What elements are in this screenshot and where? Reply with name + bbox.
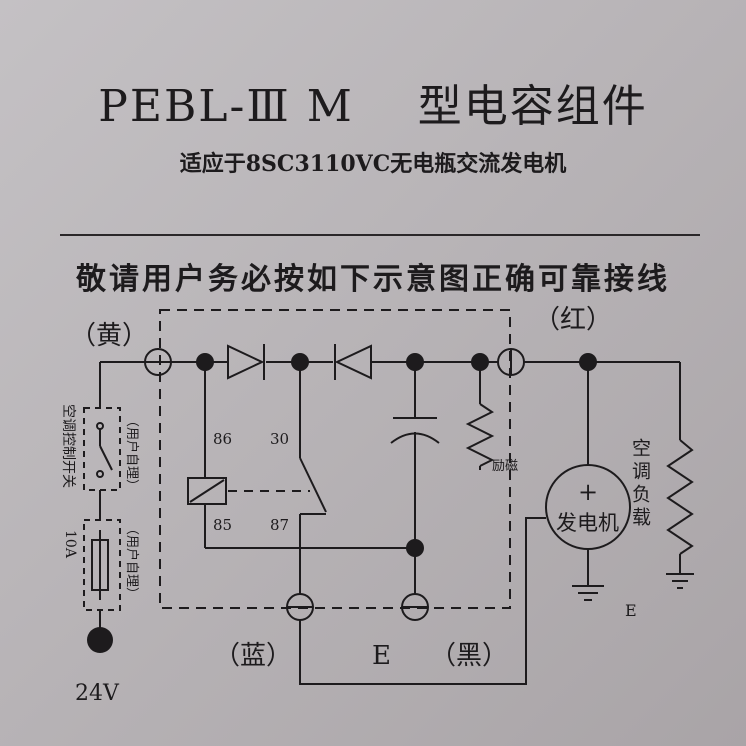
label-voltage: 24V	[75, 681, 120, 706]
relay-coil	[187, 477, 227, 505]
label-excitation: 励磁	[492, 459, 518, 474]
label-fuse-rating: 10A	[62, 530, 78, 559]
load-resistor	[666, 439, 694, 555]
label-relay-85: 85	[213, 516, 232, 534]
switch-box	[83, 407, 121, 491]
switch-blade	[99, 445, 113, 471]
label-load: 空调负载	[629, 438, 651, 530]
label-blue: （蓝）	[214, 641, 292, 671]
label-generator-plus: +	[578, 478, 598, 506]
label-red: （红）	[534, 305, 612, 335]
label-relay-87: 87	[270, 516, 289, 534]
wire-blue-return	[299, 517, 546, 685]
label-black: （黑）	[430, 641, 508, 671]
page-subtitle: 适应于8SC3110VC无电瓶交流发电机	[179, 151, 567, 177]
label-ground-e: E	[625, 601, 637, 620]
excitation-resistor	[465, 403, 495, 467]
divider	[60, 234, 700, 236]
label-relay-30: 30	[270, 430, 289, 448]
label-generator: 发电机	[556, 511, 619, 535]
switch-contact	[96, 470, 104, 478]
relay-coil-slash	[189, 479, 225, 503]
label-e-terminal: E	[372, 641, 391, 671]
page-title: PEBL-Ⅲ M 型电容组件	[98, 81, 648, 132]
label-switch: 空调控制开关	[60, 404, 76, 488]
battery-terminal	[87, 627, 113, 653]
label-user-supplied-fuse: （用户自理）	[124, 522, 140, 600]
label-user-supplied-switch: （用户自理）	[124, 414, 140, 492]
label-yellow: （黄）	[70, 321, 148, 351]
label-relay-86: 86	[213, 430, 232, 448]
diode-2	[334, 344, 372, 380]
fuse-box	[83, 519, 121, 611]
relay-switch-blade	[299, 457, 327, 513]
diode-1	[227, 344, 265, 380]
module-boundary	[159, 309, 511, 609]
wiring-instruction: 敬请用户务必按如下示意图正确可靠接线	[76, 262, 670, 297]
